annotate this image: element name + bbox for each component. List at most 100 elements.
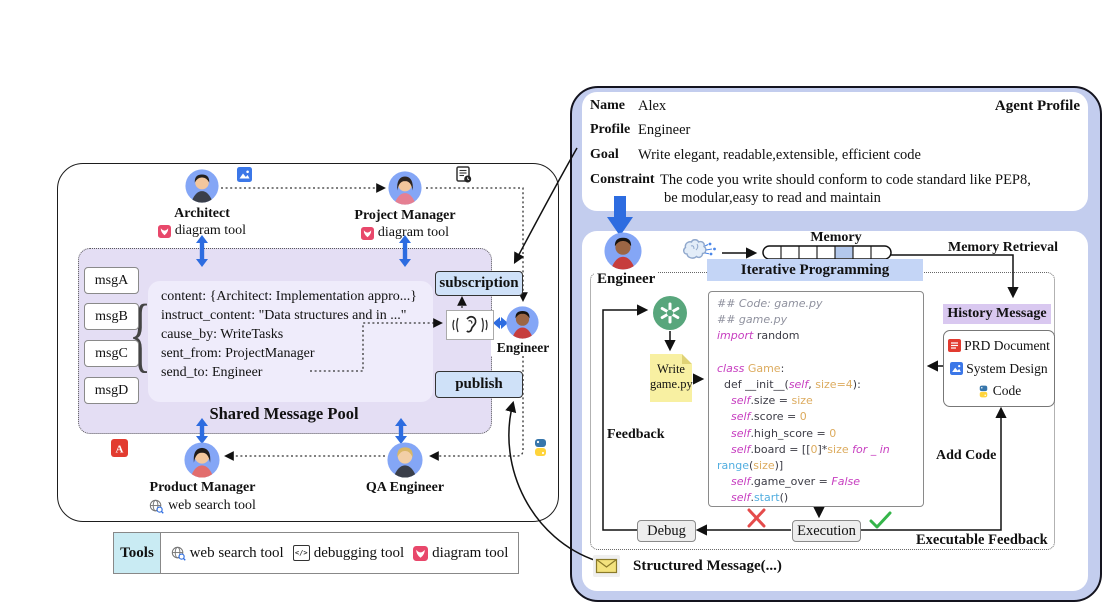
message-field: content: {Architect: Implementation appr… <box>161 289 418 304</box>
product-manager-tool-label: web search tool <box>168 498 256 513</box>
profile-name-label: Name <box>590 98 625 113</box>
write-note: Write game.py <box>650 354 693 402</box>
iterative-programming-header: Iterative Programming <box>707 259 923 281</box>
product-manager-tool-row: web search tool <box>125 498 280 514</box>
legend-debugging-label: debugging tool <box>313 544 405 561</box>
feedback-label: Feedback <box>607 427 665 442</box>
svg-text:A: A <box>116 444 124 456</box>
add-code-label: Add Code <box>936 448 997 463</box>
project-manager-avatar <box>388 171 422 205</box>
message-chip: msgB <box>84 303 139 330</box>
legend-web-search: web search tool <box>171 545 284 562</box>
code-line: self.high_score = 0 <box>731 426 837 440</box>
pdf-icon: A <box>111 439 128 457</box>
pool-title: Shared Message Pool <box>209 404 359 423</box>
memory-retrieval-label: Memory Retrieval <box>948 240 1058 255</box>
message-field: cause_by: WriteTasks <box>161 327 284 342</box>
code-line: self.game_over = False <box>731 475 861 489</box>
tools-label: Tools <box>113 532 161 574</box>
mermaid-diagram-icon <box>413 545 429 561</box>
memory-label: Memory <box>810 230 862 245</box>
history-item-code-label: Code <box>992 383 1022 399</box>
envelope-icon <box>593 555 620 577</box>
project-manager-tool-row: diagram tool <box>335 225 475 241</box>
code-line: range(size)] <box>717 459 784 473</box>
brain-icon <box>683 239 716 259</box>
subscription-box: subscription <box>435 271 523 296</box>
agent-profile-title: Agent Profile <box>994 98 1080 114</box>
message-field: sent_from: ProjectManager <box>161 346 315 361</box>
profile-profile-value: Engineer <box>638 122 691 138</box>
project-manager-tool-label: diagram tool <box>377 225 450 240</box>
code-line: class Game: <box>717 361 785 375</box>
debug-code-icon: </> <box>292 545 310 561</box>
legend-diagram-label: diagram tool <box>432 544 509 561</box>
profile-name-value: Alex <box>638 98 667 114</box>
python-icon <box>979 385 988 398</box>
history-item-design-label: System Design <box>966 360 1048 376</box>
globe-search-icon <box>149 499 164 514</box>
write-note-line1: Write <box>657 362 685 376</box>
image-file-icon <box>237 167 252 182</box>
history-box: PRD Document System Design Code <box>943 330 1055 407</box>
legend-diagram: diagram tool <box>413 545 508 562</box>
profile-goal-value: Write elegant, readable,extensible, effi… <box>638 147 921 163</box>
execution-box: Execution <box>792 520 861 542</box>
task-list-icon <box>456 166 472 183</box>
code-line: import random <box>717 329 800 343</box>
code-line: self.board = [[0]*size for _ in <box>731 442 890 456</box>
profile-goal-label: Goal <box>590 147 619 162</box>
history-item-code: Code <box>977 383 1022 399</box>
code-line: self.score = 0 <box>731 410 807 424</box>
legend-debugging: </> debugging tool <box>292 544 405 562</box>
profile-constraint-value2: be modular,easy to read and maintain <box>664 190 881 206</box>
tools-legend: Tools web search tool </> debugging tool… <box>113 532 519 574</box>
profile-profile-label: Profile <box>590 122 631 137</box>
write-note-line2: game.py <box>650 377 693 391</box>
message-field: instruct_content: "Data structures and i… <box>161 308 407 323</box>
engineer-avatar-right <box>604 232 642 270</box>
product-manager-avatar <box>184 442 220 478</box>
code-line: def __init__(self, size=4): <box>717 378 861 392</box>
message-chip: msgD <box>84 377 139 404</box>
pdf-doc-icon <box>948 339 962 353</box>
code-line: self.size = size <box>731 394 813 408</box>
legend-web-search-label: web search tool <box>189 544 284 561</box>
profile-constraint-value1: The code you write should conform to cod… <box>660 172 1031 188</box>
qa-engineer-avatar <box>387 442 423 478</box>
history-item-design: System Design <box>950 360 1048 377</box>
message-chip: msgA <box>84 267 139 294</box>
image-file-icon <box>950 362 964 375</box>
publish-box: publish <box>435 371 523 398</box>
code-line <box>717 345 923 361</box>
architect-tool-label: diagram tool <box>174 223 247 238</box>
python-icon <box>535 439 546 456</box>
history-item-prd-label: PRD Document <box>964 337 1050 353</box>
executable-feedback-label: Executable Feedback <box>916 532 1048 548</box>
project-manager-name: Project Manager <box>354 208 456 223</box>
globe-search-icon <box>171 546 186 561</box>
mermaid-diagram-icon <box>157 224 171 238</box>
gpt-icon <box>653 296 687 330</box>
engineer-label-left: Engineer <box>491 340 555 356</box>
architect-tool-row: diagram tool <box>132 223 272 239</box>
engineer-label-right: Engineer <box>594 271 659 288</box>
code-line: ## Code: game.py <box>717 297 823 310</box>
mermaid-diagram-icon <box>360 226 374 240</box>
message-field: send_to: Engineer <box>161 365 263 380</box>
architect-avatar <box>185 169 219 203</box>
history-item-prd: PRD Document <box>948 338 1050 354</box>
structured-message-label: Structured Message(...) <box>633 558 782 574</box>
debug-box: Debug <box>637 520 696 542</box>
history-message-label: History Message <box>943 304 1051 324</box>
architect-name: Architect <box>174 206 230 221</box>
tools-items: web search tool </> debugging tool diagr… <box>161 532 519 574</box>
product-manager-name: Product Manager <box>149 480 256 495</box>
listening-ear-icon <box>446 310 494 340</box>
profile-constraint-label: Constraint <box>590 172 655 187</box>
agent-profile-card <box>582 92 1088 211</box>
code-line: self.start() <box>731 491 789 505</box>
